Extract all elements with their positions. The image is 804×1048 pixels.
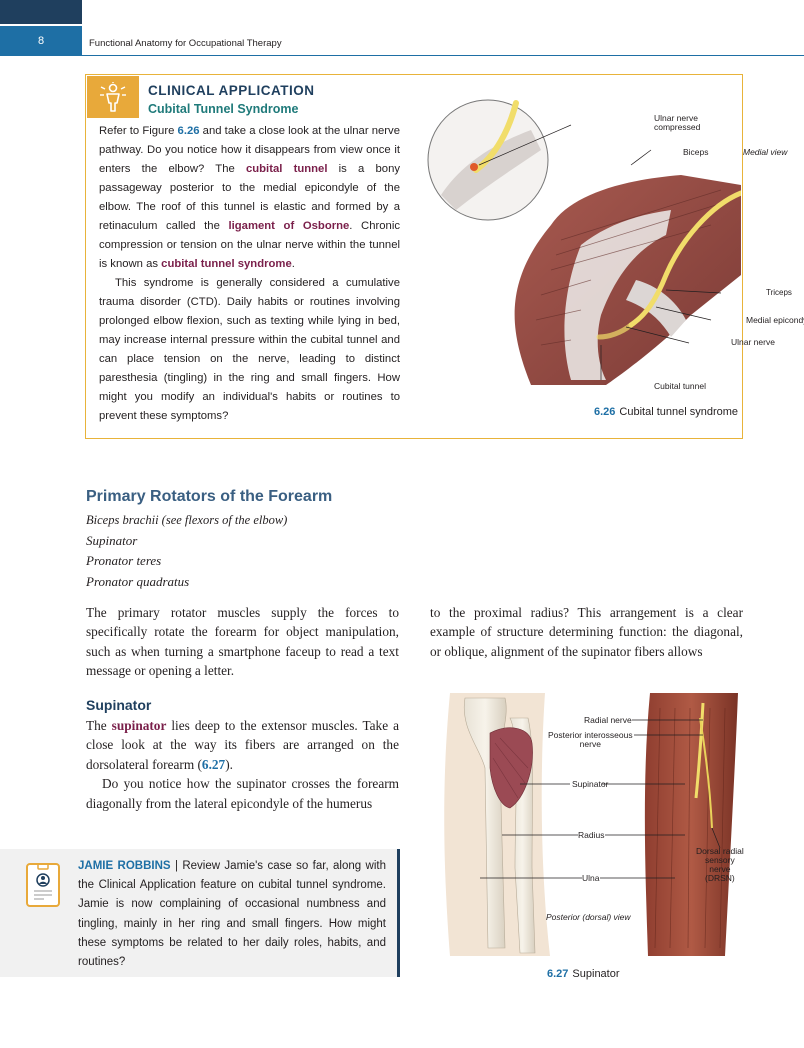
header-rule xyxy=(82,55,804,56)
supinator-paragraph-2: Do you notice how the supinator crosses … xyxy=(86,776,399,811)
label-ulnar-nerve: Ulnar nerve xyxy=(731,337,775,347)
label-medial-epicondyle: Medial epicondyle xyxy=(746,315,804,325)
list-item: Pronator quadratus xyxy=(86,573,190,589)
label-ulnar-nerve-compressed: Ulnar nerve compressed xyxy=(654,113,701,132)
subheading-supinator: Supinator xyxy=(86,697,152,713)
label-drsn: Dorsal radial sensory nerve (DRSN) xyxy=(696,846,744,883)
clinical-person-icon xyxy=(87,76,139,118)
case-name: JAMIE ROBBINS xyxy=(78,860,171,872)
figure-cubital-tunnel: Ulnar nerve compressed Biceps Medial vie… xyxy=(421,75,804,437)
muscle-list: Biceps brachii (see flexors of the elbow… xyxy=(86,510,287,592)
label-biceps: Biceps xyxy=(683,147,709,157)
elbow-illustration xyxy=(427,99,744,385)
figure-reference-link[interactable]: 6.26 xyxy=(177,125,200,137)
clipboard-profile-icon xyxy=(26,863,60,907)
running-title: Functional Anatomy for Occupational Ther… xyxy=(89,38,282,49)
label-supinator: Supinator xyxy=(572,779,609,789)
label-radius: Radius xyxy=(578,830,605,840)
clinical-application-box: CLINICAL APPLICATION Cubital Tunnel Synd… xyxy=(85,74,804,439)
forearm-illustration xyxy=(444,693,738,956)
section-title: Primary Rotators of the Forearm xyxy=(86,488,333,505)
list-item: Biceps brachii (see flexors of the elbow… xyxy=(86,513,288,527)
clinical-subheading: Cubital Tunnel Syndrome xyxy=(148,102,299,116)
label-radial-nerve: Radial nerve xyxy=(584,715,632,725)
body-paragraph-continued: to the proximal radius? This arrangement… xyxy=(430,605,743,659)
list-item: Pronator teres xyxy=(86,553,162,568)
key-term: ligament of Osborne xyxy=(228,220,350,232)
body-paragraph-rotators: The primary rotator muscles supply the f… xyxy=(86,605,399,679)
label-posterior-interosseous-nerve: Posterior interosseous nerve xyxy=(548,730,633,749)
key-term: cubital tunnel xyxy=(245,163,328,175)
list-item: Supinator xyxy=(86,532,138,548)
label-ulna: Ulna xyxy=(582,873,600,883)
case-study-text: JAMIE ROBBINS | Review Jamie's case so f… xyxy=(78,860,387,969)
supinator-paragraph-1: The supinator lies deep to the extensor … xyxy=(86,718,399,772)
key-term: supinator xyxy=(111,718,167,733)
figure-reference-link[interactable]: 6.27 xyxy=(201,756,226,772)
clinical-paragraph-2: This syndrome is generally considered a … xyxy=(99,277,400,422)
case-study-box: JAMIE ROBBINS | Review Jamie's case so f… xyxy=(0,849,400,977)
clinical-body: Refer to Figure 6.26 and take a close lo… xyxy=(99,122,400,426)
figure-supinator: Radial nerve Posterior interosseous nerv… xyxy=(420,688,750,988)
clinical-paragraph-1: Refer to Figure 6.26 and take a close lo… xyxy=(99,125,401,270)
label-medial-view: Medial view xyxy=(743,147,788,157)
clinical-heading: CLINICAL APPLICATION xyxy=(148,83,315,98)
supinator-body: The supinator lies deep to the extensor … xyxy=(86,716,399,813)
header-bar xyxy=(0,0,82,24)
label-triceps: Triceps xyxy=(766,288,792,297)
label-posterior-view: Posterior (dorsal) view xyxy=(546,912,631,922)
label-cubital-tunnel: Cubital tunnel xyxy=(654,381,706,391)
key-term: cubital tunnel syndrome xyxy=(161,258,292,270)
page-number: 8 xyxy=(0,26,82,56)
